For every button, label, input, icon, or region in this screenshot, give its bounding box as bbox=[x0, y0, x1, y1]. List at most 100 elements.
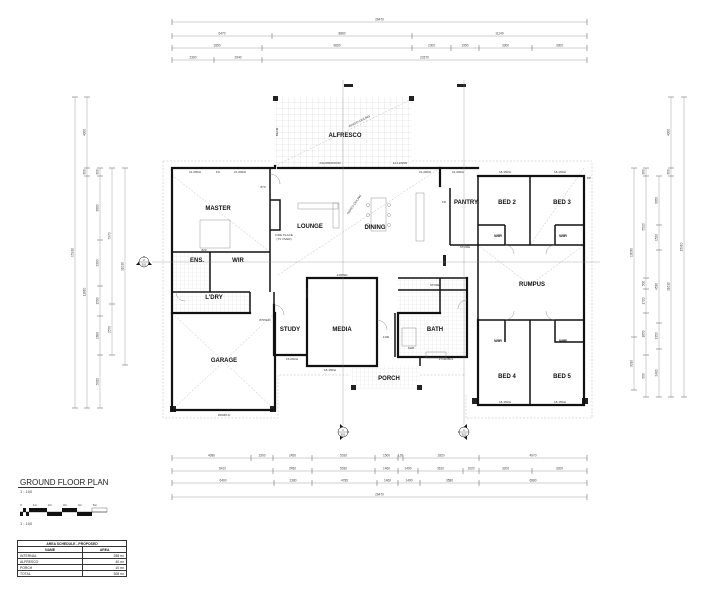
section-marker[interactable]: 1 302 bbox=[458, 424, 470, 440]
dimension-label: 1650 bbox=[642, 330, 646, 337]
dimension-label: 9660 bbox=[333, 44, 340, 48]
scale-tick: 4m bbox=[78, 503, 83, 507]
store-label: STORE bbox=[430, 283, 440, 287]
dimension-label: 3580 bbox=[446, 479, 453, 483]
window-tag: 21-09DH bbox=[189, 170, 201, 174]
dimension-label: 5520 bbox=[642, 223, 646, 230]
scale-tick: 3m bbox=[63, 503, 68, 507]
dimension-label: 1520 bbox=[655, 234, 659, 241]
dimension-label: 1460 bbox=[384, 479, 391, 483]
dimension-label: 4000 bbox=[667, 129, 671, 136]
dimension-label: 3200 bbox=[502, 467, 509, 471]
room-label-garage: GARAGE bbox=[211, 358, 237, 364]
dimension-label: 3800 bbox=[96, 204, 100, 211]
area-schedule-table: AREA SCHEDULE - PROPOSED NAME AREA INTER… bbox=[16, 540, 127, 577]
dimension-label: 11610 bbox=[667, 282, 671, 291]
room-label-bath: BATH bbox=[427, 327, 443, 333]
scale-tick: 2m bbox=[48, 503, 53, 507]
dimension-label: 500 bbox=[642, 373, 646, 379]
dimension-label: 6400 bbox=[219, 479, 226, 483]
section-sheet: 302 bbox=[461, 433, 466, 437]
shower-label: SHR bbox=[408, 346, 415, 350]
store-label: STORE bbox=[460, 245, 470, 249]
window-tag: 18-15DH bbox=[499, 170, 511, 174]
door-swings bbox=[175, 173, 556, 331]
drawing-scale: 1 : 100 bbox=[20, 489, 33, 494]
bath-tiles bbox=[398, 278, 468, 358]
dimension-label: 3010 bbox=[630, 360, 634, 367]
porch-tiles bbox=[352, 366, 420, 390]
window-tag: 18-15DH bbox=[499, 400, 511, 404]
opening-tag: 2400SD bbox=[337, 273, 349, 277]
door-size: 870 bbox=[260, 185, 265, 189]
external-walls-2 bbox=[170, 166, 469, 412]
beam-label: BEAM bbox=[275, 127, 279, 136]
room-label-dining: DINING bbox=[365, 225, 386, 231]
scale-tick: 0 bbox=[20, 503, 22, 507]
dimension-label: 1950 bbox=[461, 44, 468, 48]
fixed-glass-tag: FG bbox=[216, 170, 221, 174]
dimension-label: 1500 bbox=[383, 454, 390, 458]
ceiling-lines bbox=[171, 98, 585, 411]
dimension-label: 1490 bbox=[405, 479, 412, 483]
dimension-label: 11140 bbox=[495, 32, 504, 36]
dimension-label: 2380 bbox=[289, 479, 296, 483]
dimension-label: 7970 bbox=[108, 232, 112, 239]
window-tag: 21-09DH bbox=[234, 170, 246, 174]
post bbox=[273, 96, 278, 101]
dimension-label: 3300 bbox=[502, 44, 509, 48]
dimension-label: 2450 bbox=[289, 467, 296, 471]
post bbox=[344, 84, 353, 87]
area-name: TOTAL bbox=[16, 570, 84, 577]
section-marker[interactable]: 1 301 bbox=[337, 424, 349, 440]
dimension-label: 26470 bbox=[375, 18, 384, 22]
dimension-label: 1020 bbox=[467, 467, 474, 471]
post bbox=[472, 398, 478, 404]
dimension-label: 300 bbox=[96, 169, 100, 175]
dimension-label: 26470 bbox=[375, 493, 384, 497]
dimension-label: 6410 bbox=[219, 467, 226, 471]
room-label-lounge: LOUNGE bbox=[297, 224, 323, 230]
dimension-label: 3300 bbox=[96, 259, 100, 266]
fireplace-note: FIRE PLACE bbox=[275, 233, 293, 237]
store-label: STORE bbox=[305, 288, 309, 298]
room-label-bed3-wir: WIR bbox=[559, 233, 567, 238]
dimension-label: 1600 bbox=[96, 332, 100, 339]
room-label-master-wir: WIR bbox=[232, 258, 244, 264]
section-number: 2 bbox=[143, 258, 145, 262]
furniture bbox=[199, 192, 447, 359]
post bbox=[417, 385, 422, 390]
room-label-master: MASTER bbox=[205, 206, 231, 212]
room-label-rumpus: RUMPUS bbox=[519, 282, 545, 288]
section-number: 1 bbox=[342, 428, 344, 432]
dimension-label: 8860 bbox=[338, 32, 345, 36]
dimension-label: 3200 bbox=[556, 467, 563, 471]
window-tag: 21-09DH bbox=[419, 170, 431, 174]
dimension-label: 1820 bbox=[437, 454, 444, 458]
dimension-label: 2450 bbox=[289, 454, 296, 458]
room-label-study: STUDY bbox=[280, 327, 300, 333]
dimension-label: 2940 bbox=[234, 56, 241, 60]
dimension-label: 4000 bbox=[83, 129, 87, 136]
downpipe-label: DP bbox=[587, 176, 591, 180]
dimension-label: 5020 bbox=[96, 378, 100, 385]
section-number: 1 bbox=[463, 428, 465, 432]
door-size: 820 bbox=[201, 248, 206, 252]
post bbox=[409, 96, 414, 101]
opening-tag: 870SDD bbox=[259, 318, 271, 322]
dimension-label: 3050 bbox=[655, 197, 659, 204]
dimension-label: 2400 bbox=[655, 369, 659, 376]
scale-bar: 0 1m 2m 3m 4m 5m bbox=[20, 503, 108, 516]
garage-door-tag: 2600PLD bbox=[218, 413, 231, 417]
room-label-ensuite: ENS. bbox=[190, 258, 204, 264]
room-label-alfresco: ALFRESCO bbox=[329, 133, 362, 139]
dimension-label: 1350 bbox=[655, 332, 659, 339]
window-tag: 12-12AWR bbox=[393, 161, 408, 165]
dimension-label: 15910 bbox=[680, 242, 684, 251]
room-label-media: MEDIA bbox=[332, 327, 352, 333]
fireplace-note: (TV OVER) bbox=[276, 237, 291, 241]
dimension-label: 300 bbox=[667, 169, 671, 175]
dimension-label: 1500 bbox=[96, 297, 100, 304]
alfresco-paving bbox=[275, 97, 412, 167]
section-marker[interactable]: 2 301 bbox=[136, 256, 152, 268]
